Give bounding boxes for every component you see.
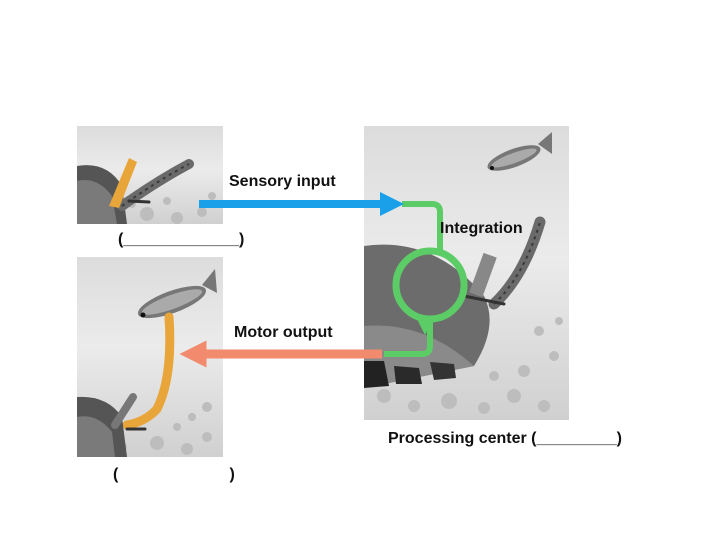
snail-effector-image bbox=[77, 269, 217, 457]
sensory-input-label: Sensory input bbox=[229, 173, 336, 190]
integration-path-in bbox=[402, 201, 443, 250]
sensory-nerve bbox=[109, 158, 137, 208]
fish-image bbox=[487, 132, 552, 171]
motor-nerve bbox=[122, 312, 175, 430]
integration-path-out bbox=[384, 320, 433, 357]
motor-output-label: Motor output bbox=[234, 324, 333, 341]
sensor-blank-label: (_____________) bbox=[118, 231, 245, 248]
sensor-image-panel bbox=[77, 126, 223, 224]
integration-loop bbox=[392, 247, 468, 323]
fish-image bbox=[137, 269, 217, 319]
processing-center-label: Processing center (_________) bbox=[388, 430, 622, 447]
effector-blank-label: ( ) bbox=[113, 466, 235, 483]
snail-sensor-image bbox=[77, 158, 216, 224]
integration-label: Integration bbox=[440, 220, 523, 237]
effector-image-panel bbox=[77, 257, 223, 457]
